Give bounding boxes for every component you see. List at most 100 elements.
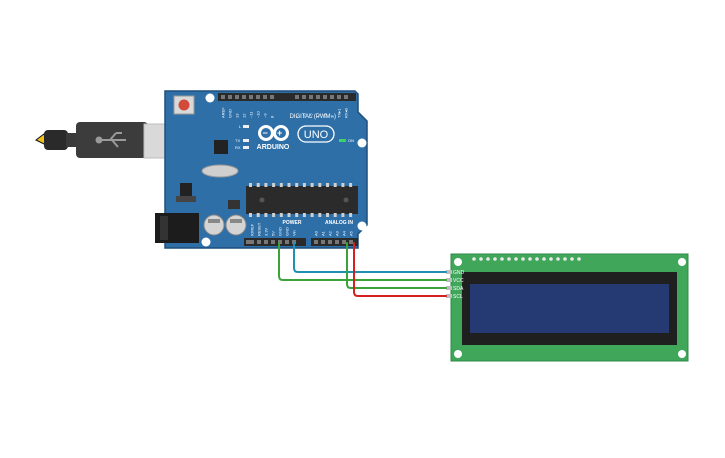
chip-leg: [272, 213, 276, 217]
chip-leg: [349, 213, 353, 217]
lcd-pin[interactable]: [446, 278, 452, 282]
reset-button-cap-icon: [178, 99, 190, 111]
chip-leg: [249, 183, 252, 187]
chip-leg: [349, 183, 353, 187]
capacitor: [225, 214, 247, 236]
wire[interactable]: [353, 242, 447, 297]
lcd-pin-label: SDA: [453, 286, 464, 292]
power-pin-label: 5V: [271, 231, 276, 236]
chip-leg: [287, 213, 291, 217]
lcd-pin[interactable]: [446, 270, 452, 274]
voltage-regulator-tab: [176, 196, 196, 202]
header-pin-hole[interactable]: [264, 240, 268, 244]
chip-leg: [341, 213, 345, 217]
header-pin-hole[interactable]: [316, 95, 320, 99]
uno-badge: [297, 125, 335, 143]
chip-notch-dot: [259, 197, 265, 203]
chip-leg: [295, 183, 299, 187]
power-led: [339, 139, 346, 142]
lcd-mounting-hole: [678, 350, 686, 358]
power-pin-label: 3.3V: [264, 227, 269, 236]
lcd-top-pad-row: [472, 257, 581, 261]
digital-pin-label: 2: [330, 115, 335, 118]
power-pin-label: RESET: [257, 222, 262, 236]
lcd-pin-label: VCC: [453, 278, 464, 284]
analog-pin-label: A2: [328, 230, 333, 236]
power-pin-label: Vin: [292, 230, 297, 236]
header-pin-hole[interactable]: [349, 240, 353, 244]
power-jack-front: [160, 216, 168, 240]
header-pin-hole[interactable]: [337, 95, 341, 99]
digital-pin-label: ~5: [309, 113, 314, 118]
chip-leg: [264, 213, 268, 217]
lcd-mounting-hole: [454, 350, 462, 358]
header-pin-hole[interactable]: [246, 240, 250, 244]
header-pin-hole[interactable]: [228, 95, 232, 99]
header-pin-hole[interactable]: [344, 95, 348, 99]
wire[interactable]: [278, 242, 447, 281]
chip-leg: [295, 213, 299, 217]
chip-leg: [279, 213, 283, 217]
header-pin-hole[interactable]: [250, 240, 254, 244]
digital-pin-label: AREF: [221, 107, 226, 118]
header-pin-hole[interactable]: [309, 95, 313, 99]
header-pin-hole[interactable]: [235, 95, 239, 99]
chip-leg: [333, 213, 337, 217]
header-pin-hole[interactable]: [257, 240, 261, 244]
lcd-pad: [507, 257, 511, 261]
digital-pin-label: ~3: [323, 113, 328, 118]
lcd-pad: [472, 257, 476, 261]
lcd-pad: [549, 257, 553, 261]
analog-pin-label: A4: [342, 230, 347, 236]
lcd-pin[interactable]: [446, 294, 452, 298]
usb-cable[interactable]: [35, 122, 181, 159]
chip-leg: [333, 183, 337, 187]
digital-pin-label: RX◂0: [344, 107, 349, 118]
lcd-pad: [535, 257, 539, 261]
header-pin-hole[interactable]: [271, 240, 275, 244]
chip-leg: [326, 183, 329, 187]
header-pin-hole[interactable]: [302, 95, 306, 99]
rx-led: [243, 146, 249, 149]
chip-leg: [287, 183, 291, 187]
header-pin-hole[interactable]: [335, 240, 339, 244]
header-pin-hole[interactable]: [342, 240, 346, 244]
l-led: [243, 125, 249, 128]
analog-pin-label: A0: [314, 230, 319, 236]
header-pin-hole[interactable]: [263, 95, 267, 99]
header-pin-hole[interactable]: [330, 95, 334, 99]
wire[interactable]: [346, 242, 447, 289]
on-label: ON: [348, 138, 354, 143]
header-pin-hole[interactable]: [249, 95, 253, 99]
header-pin-hole[interactable]: [328, 240, 332, 244]
digital-pin-label: ~9: [263, 113, 268, 118]
header-pin-hole[interactable]: [314, 240, 318, 244]
crystal-oscillator: [201, 164, 239, 178]
header-pin-hole[interactable]: [285, 240, 289, 244]
header-pin-hole[interactable]: [242, 95, 246, 99]
wire[interactable]: [293, 242, 447, 273]
header-pin-hole[interactable]: [278, 240, 282, 244]
header-pin-hole[interactable]: [295, 95, 299, 99]
power-pin-label: IOREF: [250, 223, 255, 236]
digital-pin-label: ~11: [249, 111, 254, 118]
header-pin-hole[interactable]: [323, 95, 327, 99]
header-pin-hole[interactable]: [256, 95, 260, 99]
analog-header: [311, 238, 358, 246]
lcd-pin[interactable]: [446, 286, 452, 290]
chip-leg: [302, 183, 306, 187]
header-pin-hole[interactable]: [270, 95, 274, 99]
header-pin-hole[interactable]: [221, 95, 225, 99]
header-pin-hole[interactable]: [321, 240, 325, 244]
chip-leg: [264, 183, 268, 187]
digital-pin-label: GND: [228, 109, 233, 118]
usb-chip: [214, 140, 228, 154]
mounting-hole: [205, 93, 215, 103]
lcd-pad: [577, 257, 581, 261]
